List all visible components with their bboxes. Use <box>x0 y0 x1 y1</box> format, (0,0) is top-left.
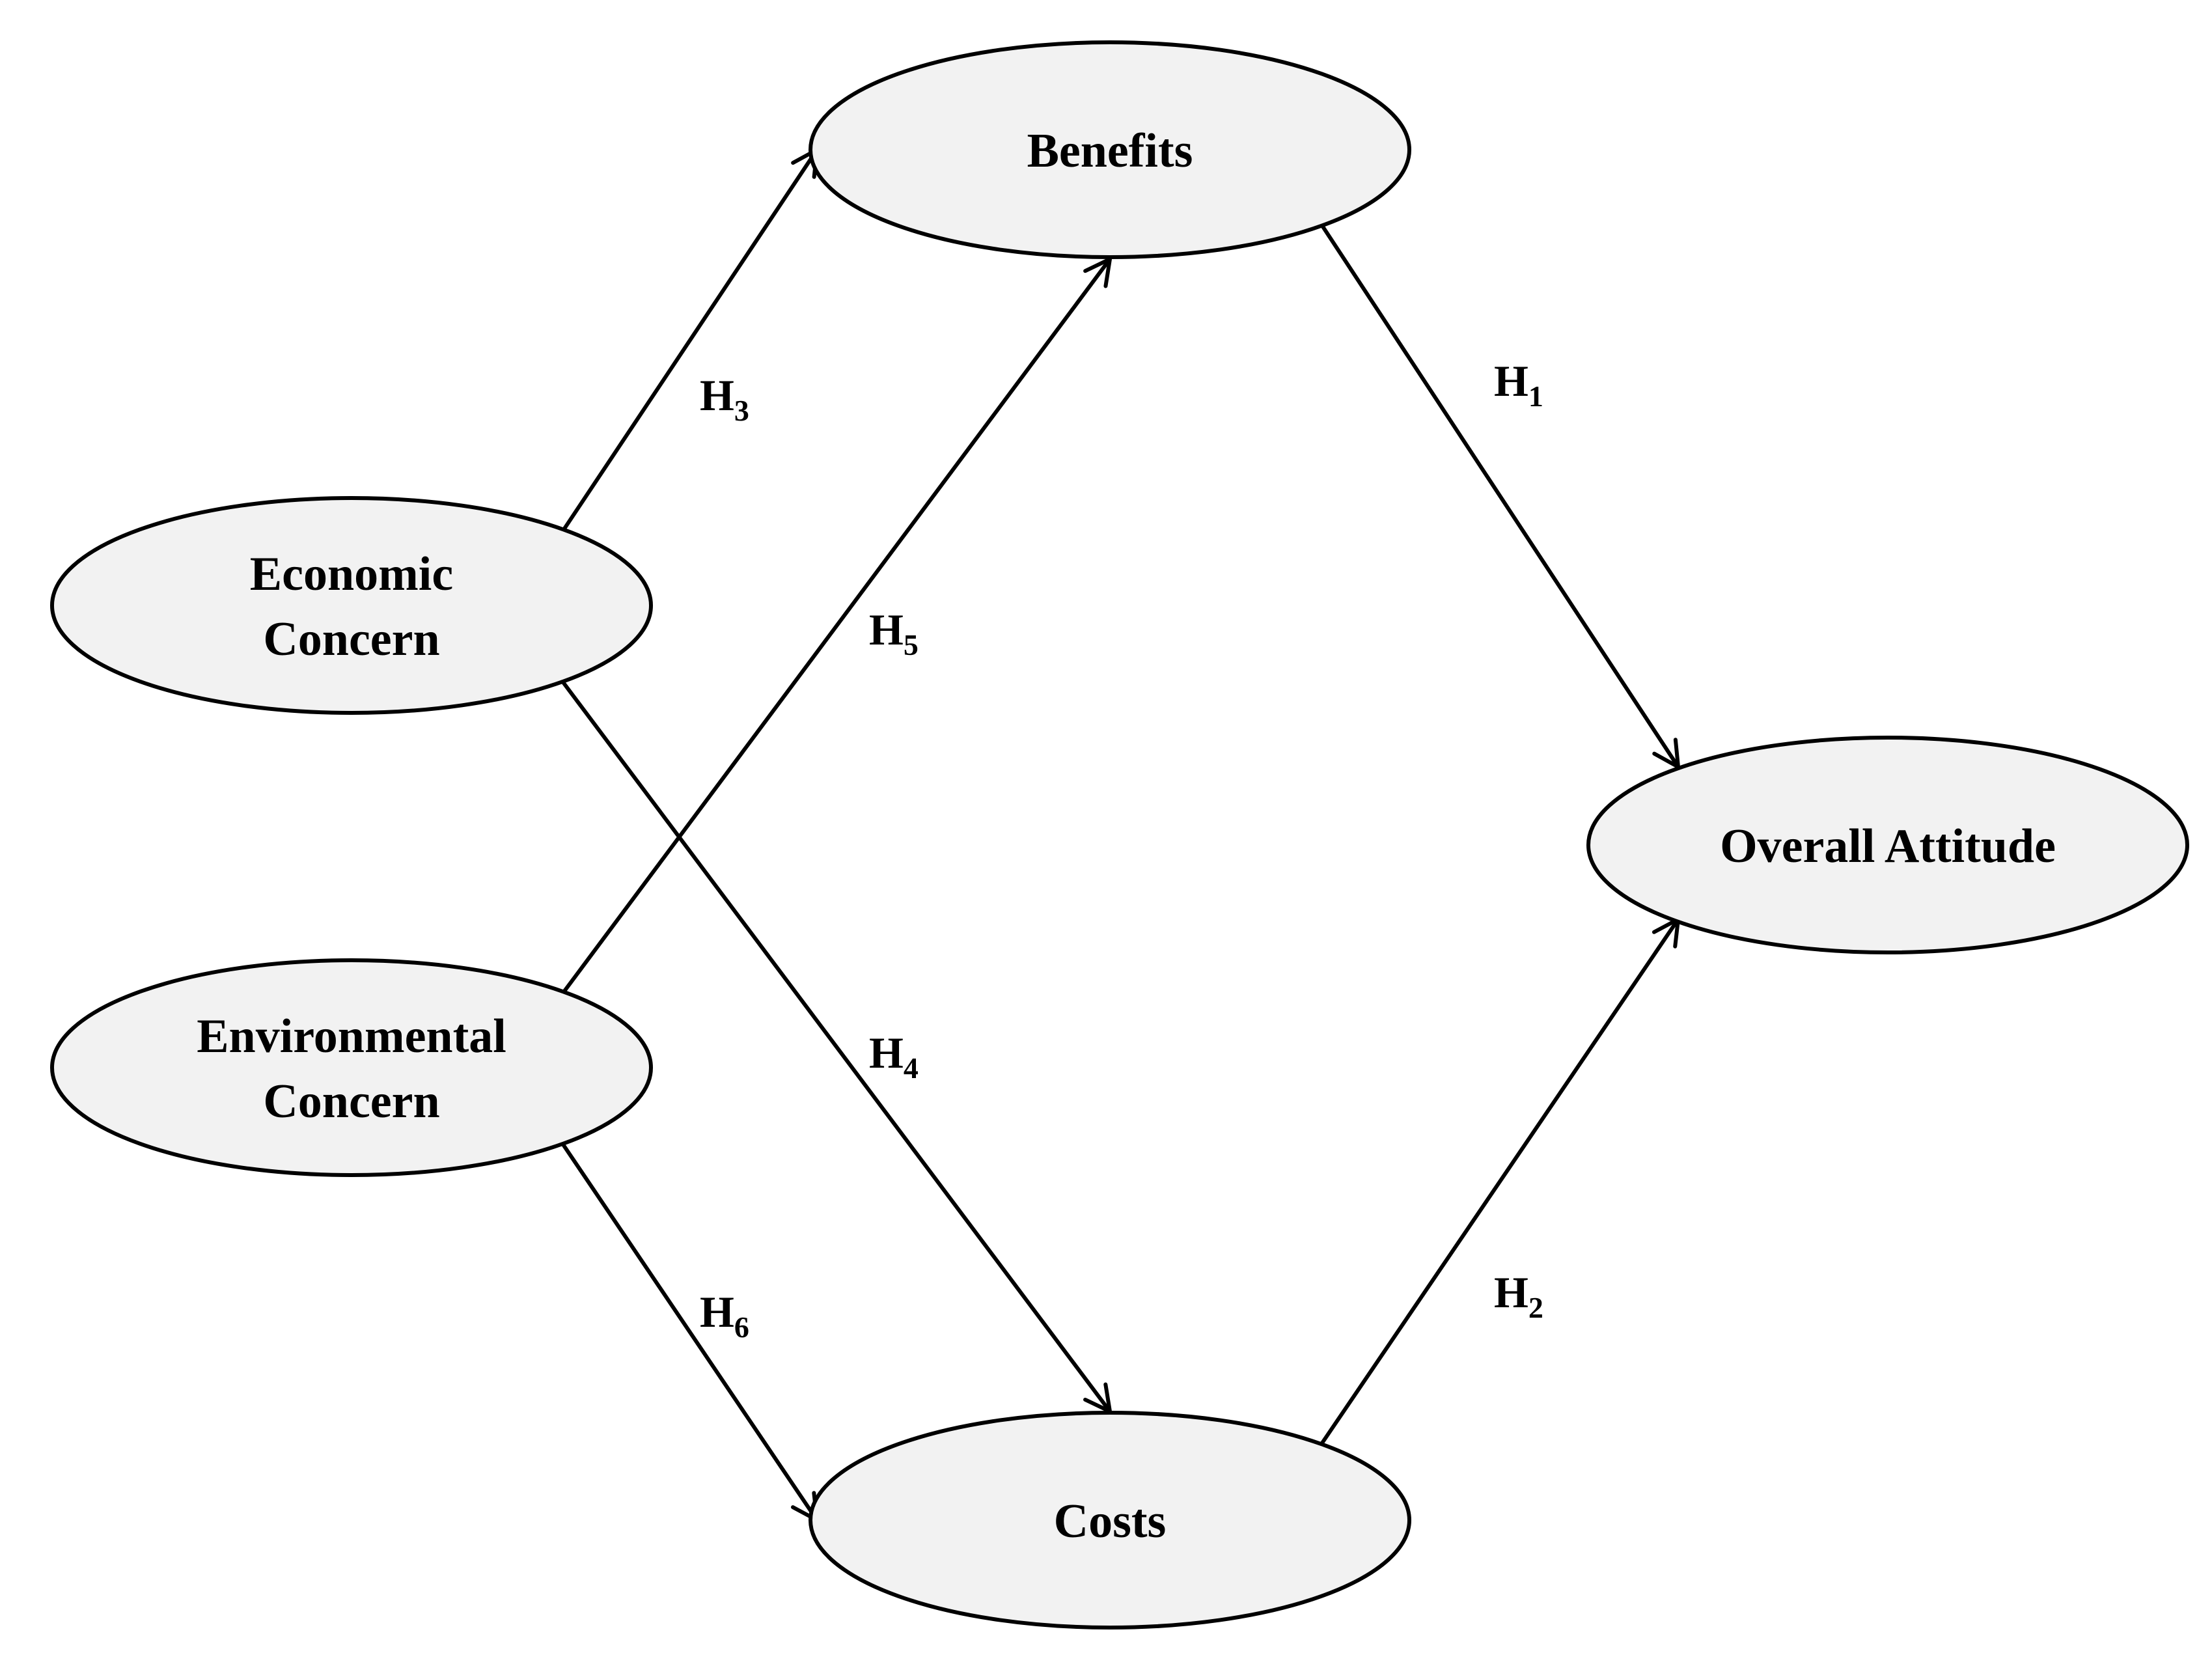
edge-costs-to-overall <box>1320 918 1680 1445</box>
node-label: Costs <box>1054 1495 1167 1548</box>
hypothesis-letter: H <box>700 1287 734 1337</box>
hypothesis-label-H1: H1 <box>1494 356 1543 413</box>
arrowhead-icon <box>1652 917 1680 949</box>
node-label: Concern <box>263 1075 439 1128</box>
hypothesis-label-H4: H4 <box>869 1028 919 1085</box>
hypothesis-subscript: 3 <box>734 394 749 427</box>
hypothesis-subscript: 4 <box>904 1051 919 1085</box>
hypothesis-label-H6: H6 <box>700 1287 749 1344</box>
hypothesis-letter: H <box>700 370 734 420</box>
node-label: Concern <box>263 613 439 666</box>
hypothesis-label-H3: H3 <box>700 370 749 427</box>
edge-benefits-to-overall <box>1320 223 1680 768</box>
node-ellipse <box>809 1411 1411 1629</box>
hypothesis-subscript: 6 <box>734 1310 749 1344</box>
hypothesis-letter: H <box>869 1028 904 1077</box>
edge-economic-to-benefits <box>561 148 819 532</box>
node-ellipse <box>809 40 1411 259</box>
hypothesis-label-H5: H5 <box>869 605 919 661</box>
hypothesis-label-H2: H2 <box>1494 1268 1543 1324</box>
node-costs: Costs <box>809 1411 1411 1629</box>
hypothesis-subscript: 1 <box>1528 380 1543 413</box>
hypothesis-letter: H <box>869 605 904 654</box>
node-overall: Overall Attitude <box>1586 736 2189 954</box>
node-ellipse <box>1586 736 2189 954</box>
arrowhead-icon <box>1652 738 1680 769</box>
edge-economic-to-costs <box>561 681 1112 1413</box>
node-ellipse <box>50 958 653 1177</box>
hypothesis-letter: H <box>1494 356 1528 406</box>
hypothesis-letter: H <box>1494 1268 1528 1317</box>
node-label: Economic <box>250 548 453 601</box>
hypothesis-subscript: 5 <box>904 628 919 661</box>
nodes-layer: BenefitsEconomicConcernEnvironmentalConc… <box>50 40 2189 1629</box>
node-label: Environmental <box>197 1010 506 1063</box>
edge-environmental-to-benefits <box>561 258 1112 994</box>
hypothesis-subscript: 2 <box>1528 1291 1543 1324</box>
node-label: Benefits <box>1027 124 1193 178</box>
node-ellipse <box>50 496 653 715</box>
node-label: Overall Attitude <box>1720 820 2056 873</box>
edge-environmental-to-costs <box>561 1143 819 1521</box>
node-benefits: Benefits <box>809 40 1411 259</box>
